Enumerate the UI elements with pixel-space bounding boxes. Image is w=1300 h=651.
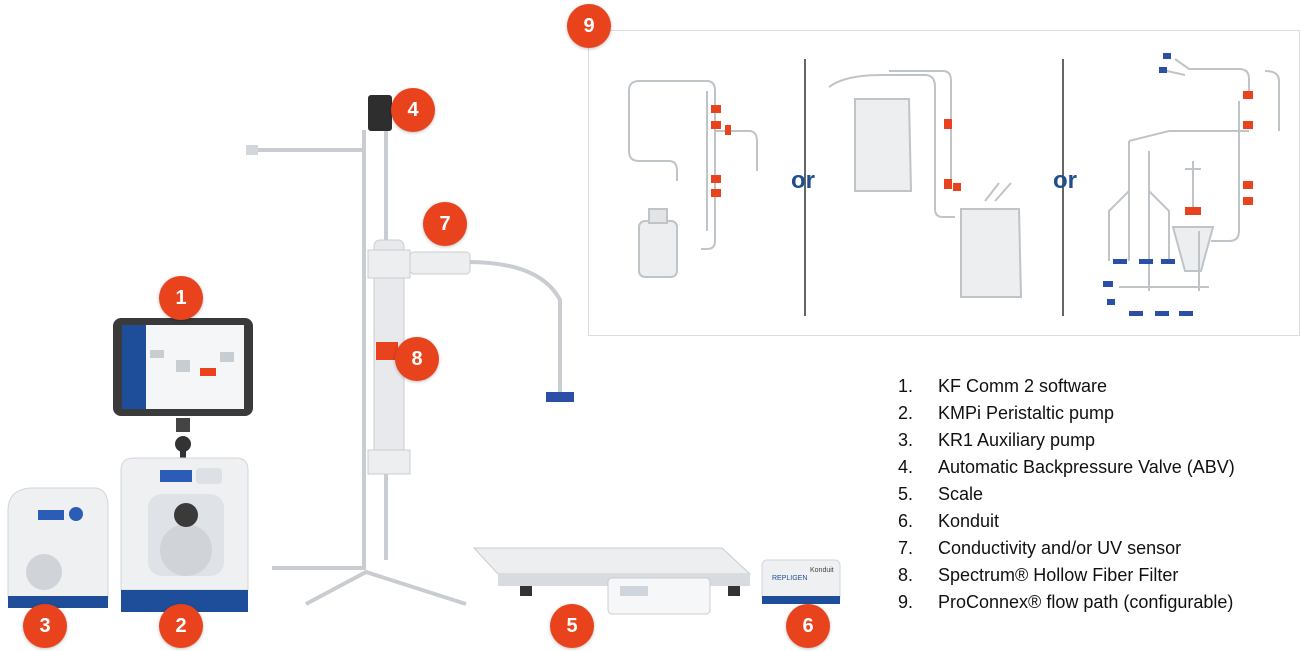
legend-item: 5. Scale bbox=[898, 481, 1235, 508]
legend-item: 1. KF Comm 2 software bbox=[898, 373, 1235, 400]
legend-item: 8. Spectrum® Hollow Fiber Filter bbox=[898, 562, 1235, 589]
legend-item: 4. Automatic Backpressure Valve (ABV) bbox=[898, 454, 1235, 481]
legend-item: 9. ProConnex® flow path (configurable) bbox=[898, 589, 1235, 616]
scale bbox=[472, 547, 752, 615]
legend-item-text: Automatic Backpressure Valve (ABV) bbox=[938, 457, 1235, 477]
badge-6: 6 bbox=[786, 604, 830, 648]
legend-item-number: 1. bbox=[898, 376, 914, 396]
flowpath-manifold-config bbox=[1108, 58, 1280, 291]
or-label-2: or bbox=[1053, 167, 1077, 194]
filter-body bbox=[246, 95, 574, 475]
legend-item-text: KF Comm 2 software bbox=[938, 376, 1108, 396]
flowpath-bag-config bbox=[828, 70, 1023, 298]
legend-item-text: Scale bbox=[938, 484, 984, 504]
flowpath-illustrations bbox=[628, 53, 1280, 316]
legend-item: 6. Konduit bbox=[898, 508, 1235, 535]
badge-7: 7 bbox=[423, 202, 467, 246]
legend-item-number: 2. bbox=[898, 403, 914, 423]
legend-item-number: 4. bbox=[898, 457, 914, 477]
flowpath-manifold-clamps bbox=[1185, 91, 1253, 215]
component-legend: 1. KF Comm 2 software 2. KMPi Peristaltic … bbox=[898, 373, 1235, 616]
legend-item-text: Spectrum® Hollow Fiber Filter bbox=[938, 565, 1179, 585]
legend-item-number: 7. bbox=[898, 538, 914, 558]
legend-item-text: KMPi Peristaltic pump bbox=[938, 403, 1115, 423]
flowpath-panel: or or bbox=[588, 30, 1300, 336]
badge-3: 3 bbox=[23, 604, 67, 648]
legend-item: 7. Conductivity and/or UV sensor bbox=[898, 535, 1235, 562]
legend-item-text: ProConnex® flow path (configurable) bbox=[938, 592, 1234, 612]
legend-item: 3. KR1 Auxiliary pump bbox=[898, 427, 1235, 454]
svg-text:REPLIGEN: REPLIGEN bbox=[772, 575, 807, 582]
konduit-device: REPLIGEN Konduit bbox=[761, 559, 841, 604]
badge-5: 5 bbox=[550, 604, 594, 648]
flowpath-manifold-connectors bbox=[1103, 53, 1193, 316]
or-label-1: or bbox=[791, 167, 815, 194]
badge-8: 8 bbox=[395, 337, 439, 381]
flowpath-bottle-clamps bbox=[711, 105, 731, 197]
kr1-pump bbox=[7, 487, 109, 608]
flowpath-bottle-config bbox=[628, 80, 758, 278]
konduit-device-label: Konduit bbox=[810, 567, 834, 574]
legend-item-number: 3. bbox=[898, 430, 914, 450]
legend-item-text: KR1 Auxiliary pump bbox=[938, 430, 1096, 450]
kmpi-pump bbox=[120, 457, 249, 612]
badge-4: 4 bbox=[391, 88, 435, 132]
legend-item-number: 8. bbox=[898, 565, 914, 585]
badge-9: 9 bbox=[567, 4, 611, 48]
legend-item-number: 5. bbox=[898, 484, 914, 504]
badge-1: 1 bbox=[159, 276, 203, 320]
flowpath-bag-clamps bbox=[944, 119, 961, 191]
legend-item-number: 9. bbox=[898, 592, 914, 612]
legend-item-number: 6. bbox=[898, 511, 914, 531]
legend-item-text: Conductivity and/or UV sensor bbox=[938, 538, 1182, 558]
legend-item-text: Konduit bbox=[938, 511, 1000, 531]
badge-2: 2 bbox=[159, 604, 203, 648]
tablet-software bbox=[113, 318, 253, 462]
legend-item: 2. KMPi Peristaltic pump bbox=[898, 400, 1235, 427]
